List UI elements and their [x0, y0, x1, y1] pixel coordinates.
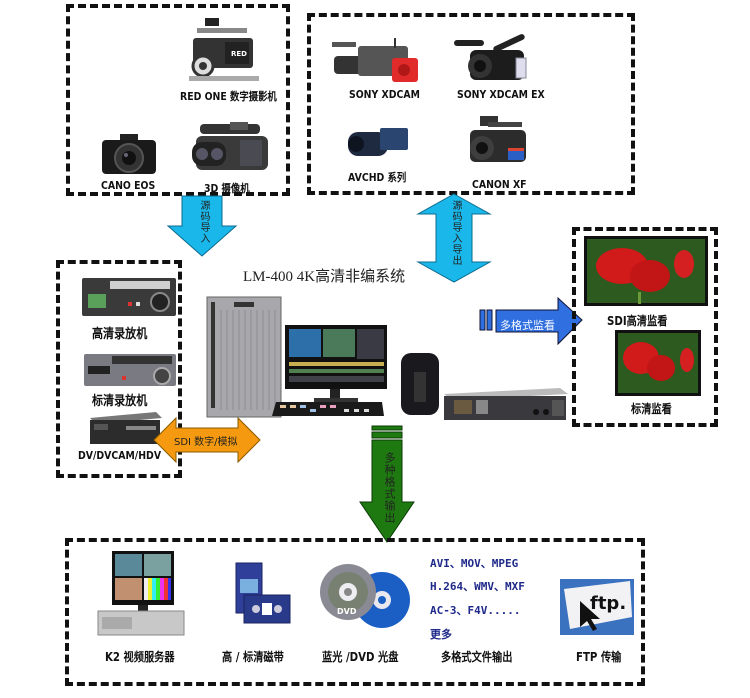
- disc-icon: DVD: [320, 564, 410, 628]
- sdi-io-arrow-label: SDI 数字/模拟: [174, 437, 238, 448]
- sd-monitor-icon: [615, 330, 701, 396]
- label-video-server: K2 视频服务器: [105, 650, 175, 664]
- svg-text:ftp.: ftp.: [590, 593, 626, 614]
- import-arrow-left: [166, 195, 238, 257]
- import-export-arrow-label: 源码导入导出: [450, 200, 461, 266]
- import-export-arrow-right: [416, 193, 492, 283]
- label-hd-monitor: SDI高清监看: [607, 314, 668, 328]
- source-cameras-box-right: [307, 13, 635, 195]
- label-tape: 高 / 标清磁带: [222, 650, 284, 664]
- 3d-camcorder-icon: [192, 122, 268, 170]
- handheld-camcorder-icon: [454, 34, 527, 80]
- source-cameras-box-left: [66, 4, 290, 196]
- sd-vtr-icon: [84, 354, 176, 386]
- import-arrow-left-label: 源码导入: [198, 200, 209, 244]
- editing-monitor-icon: [285, 325, 387, 402]
- monitoring-arrow: [479, 296, 583, 346]
- vtr-decks-box: [56, 260, 182, 478]
- format-line-4: 更多: [430, 628, 452, 641]
- output-arrow: [359, 425, 415, 543]
- system-title: LM-400 4K高清非编系统: [243, 269, 406, 285]
- format-line-3: AC-3、F4V.....: [430, 604, 521, 617]
- monitoring-arrow-label: 多格式监看: [500, 319, 555, 332]
- sdi-io-arrow: [153, 416, 261, 464]
- dv-deck-icon: [90, 412, 162, 444]
- video-server-icon: [97, 551, 185, 636]
- label-hd-vtr: 高清录放机: [92, 327, 148, 342]
- label-sd-vtr: 标清录放机: [92, 394, 148, 409]
- label-disc: 蓝光 /DVD 光盘: [322, 650, 399, 664]
- consumer-camcorder-icon: [348, 128, 408, 156]
- format-line-1: AVI、MOV、MPEG: [430, 557, 519, 570]
- label-file-output: 多格式文件输出: [441, 650, 513, 664]
- broadcast-camera-icon: [332, 38, 418, 82]
- io-converter-box-icon: [444, 388, 568, 420]
- svg-text:RED: RED: [231, 50, 247, 58]
- monitoring-box: [572, 227, 718, 427]
- format-line-2: H.264、WMV、MXF: [430, 580, 525, 593]
- hd-monitor-icon: [584, 236, 708, 306]
- label-canon-xf: CANON XF: [472, 178, 527, 191]
- label-red-one: RED ONE 数字摄影机: [180, 90, 277, 103]
- dslr-camera-icon: [102, 134, 156, 174]
- mac-pro-icon: [401, 353, 439, 415]
- pro-camcorder-icon: [470, 116, 526, 162]
- label-sd-monitor: 标清监看: [631, 402, 672, 416]
- output-box: [65, 538, 645, 686]
- label-dv-deck: DV/DVCAM/HDV: [78, 449, 162, 462]
- tape-icon: [235, 562, 291, 624]
- cinema-camera-icon: RED: [189, 18, 259, 81]
- label-sony-xdcam-ex: SONY XDCAM EX: [457, 88, 545, 101]
- svg-text:DVD: DVD: [337, 607, 357, 616]
- workstation-tower-icon: [206, 296, 282, 418]
- ftp-icon: ftp.: [560, 579, 634, 635]
- editing-keyboard-icon: [272, 402, 384, 416]
- label-avchd: AVCHD 系列: [348, 171, 407, 184]
- label-sony-xdcam: SONY XDCAM: [349, 88, 420, 101]
- output-arrow-label: 多种格式输出: [383, 452, 396, 524]
- label-ftp: FTP 传输: [576, 650, 622, 664]
- hd-vtr-icon: [82, 278, 176, 316]
- label-cano-eos: CANO EOS: [101, 179, 156, 192]
- label-3d-camcorder: 3D 摄像机: [204, 182, 250, 195]
